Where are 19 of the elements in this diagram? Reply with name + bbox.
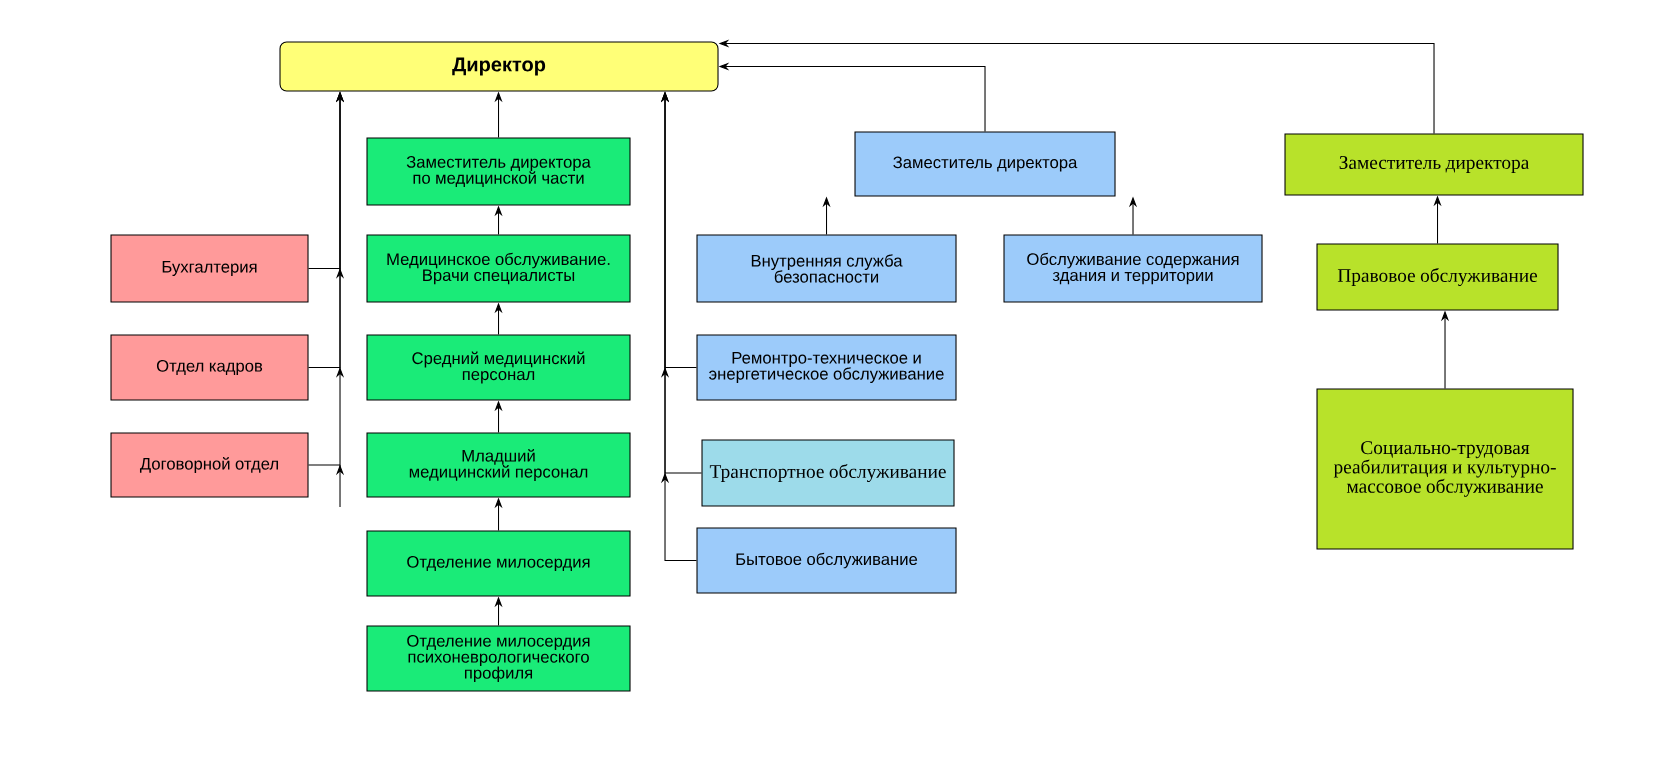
- department-box: Отдел кадров: [110, 334, 309, 401]
- department-box: Внутренняя служба безопасности: [696, 234, 957, 303]
- department-box: Правовое обслуживание: [1316, 243, 1559, 311]
- department-box: Обслуживание содержания здания и территории: [1003, 234, 1263, 303]
- department-box: Ремонтро-техническое и энергетическое обслуживание: [696, 334, 957, 401]
- department-box: Транспортное обслуживание: [701, 439, 955, 507]
- department-box: Заместитель директора по медицинской части: [366, 137, 631, 206]
- department-box: Медицинское обслуживание. Врачи специалисты: [366, 234, 631, 303]
- department-box: Бухгалтерия: [110, 234, 309, 303]
- department-box: Социально-трудовая реабилитация и культурно-массовое обслуживание: [1316, 388, 1574, 550]
- department-box: Отделение милосердия: [366, 530, 631, 597]
- deputy-box: Заместитель директора: [854, 131, 1116, 197]
- department-box: Договорной отдел: [110, 432, 309, 498]
- department-box: Средний медицинский персонал: [366, 334, 631, 401]
- department-box: Младший медицинский персонал: [366, 432, 631, 498]
- director-box: Директор: [279, 41, 719, 92]
- deputy-box: Заместитель директора: [1284, 133, 1584, 196]
- department-box: Отделение милосердия психоневрологического профиля: [366, 625, 631, 692]
- department-box: Бытовое обслуживание: [696, 527, 957, 594]
